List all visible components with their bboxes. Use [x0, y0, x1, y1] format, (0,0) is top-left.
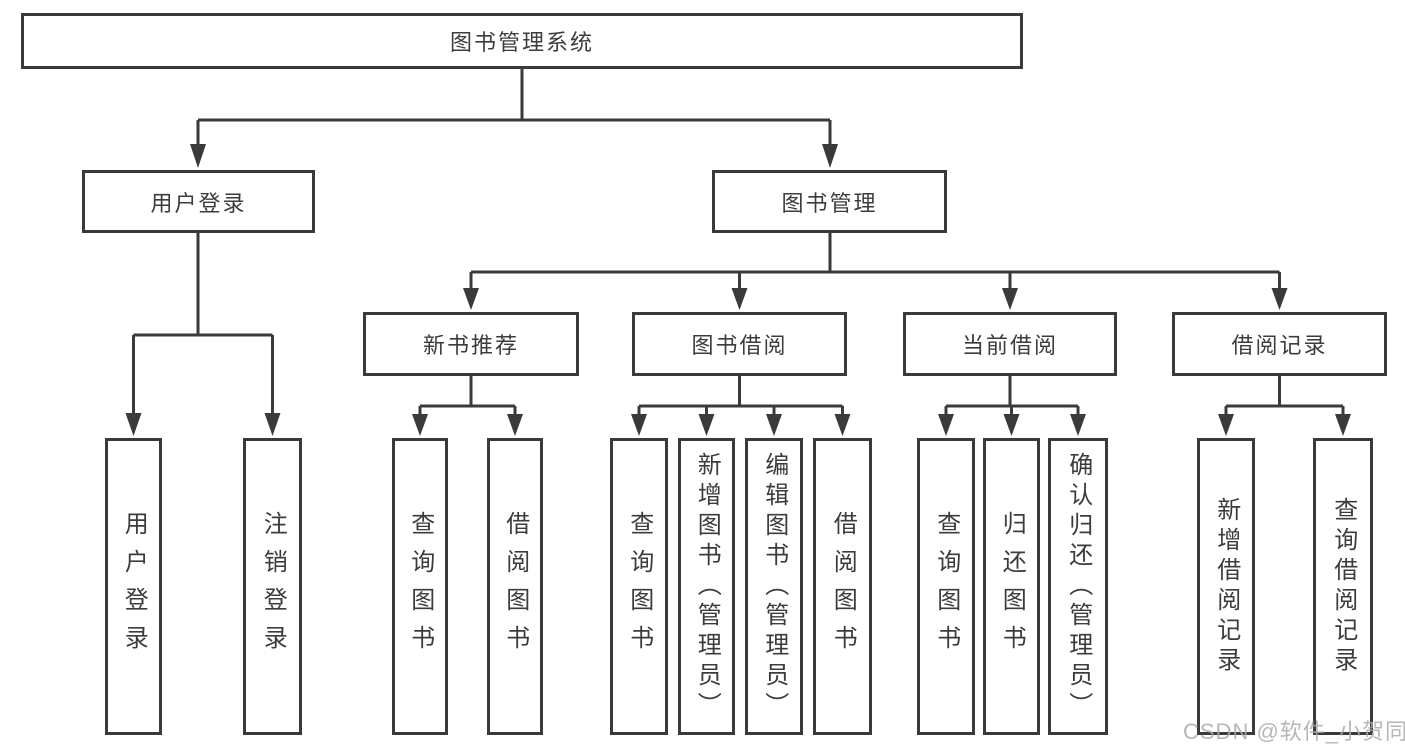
- leaf-records-add-borrow-record: 新增借阅记录: [1197, 438, 1255, 735]
- leaf-current-return-books: 归还图书: [983, 438, 1040, 735]
- arrowheads: [125, 144, 1351, 436]
- node-book-management: 图书管理: [712, 170, 947, 233]
- leaf-borrowing-add-books-admin: 新增图书（管理员）: [678, 438, 735, 735]
- leaf-current-query-books: 查询图书: [917, 438, 975, 735]
- leaf-borrowing-edit-books-admin: 编辑图书（管理员）: [745, 438, 803, 735]
- leaf-recommend-query-books: 查询图书: [392, 438, 448, 735]
- leaf-borrowing-borrow-books: 借阅图书: [813, 438, 872, 735]
- node-user-login: 用户登录: [82, 170, 315, 233]
- leaf-current-confirm-return-admin: 确认归还（管理员）: [1048, 438, 1108, 735]
- leaf-logout-login: 注销登录: [243, 438, 302, 735]
- node-book-borrowing: 图书借阅: [632, 312, 847, 376]
- node-library-management-system: 图书管理系统: [21, 13, 1023, 69]
- node-current-borrowing: 当前借阅: [903, 312, 1117, 376]
- leaf-recommend-borrow-books: 借阅图书: [487, 438, 543, 735]
- node-borrowing-records: 借阅记录: [1172, 312, 1387, 376]
- node-new-book-recommendation: 新书推荐: [363, 312, 579, 376]
- csdn-watermark: CSDN @软件_小贺同学: [1183, 719, 1405, 744]
- leaf-borrowing-query-books: 查询图书: [610, 438, 668, 735]
- leaf-user-login: 用户登录: [105, 438, 162, 735]
- leaf-records-query-borrow-record: 查询借阅记录: [1313, 438, 1373, 735]
